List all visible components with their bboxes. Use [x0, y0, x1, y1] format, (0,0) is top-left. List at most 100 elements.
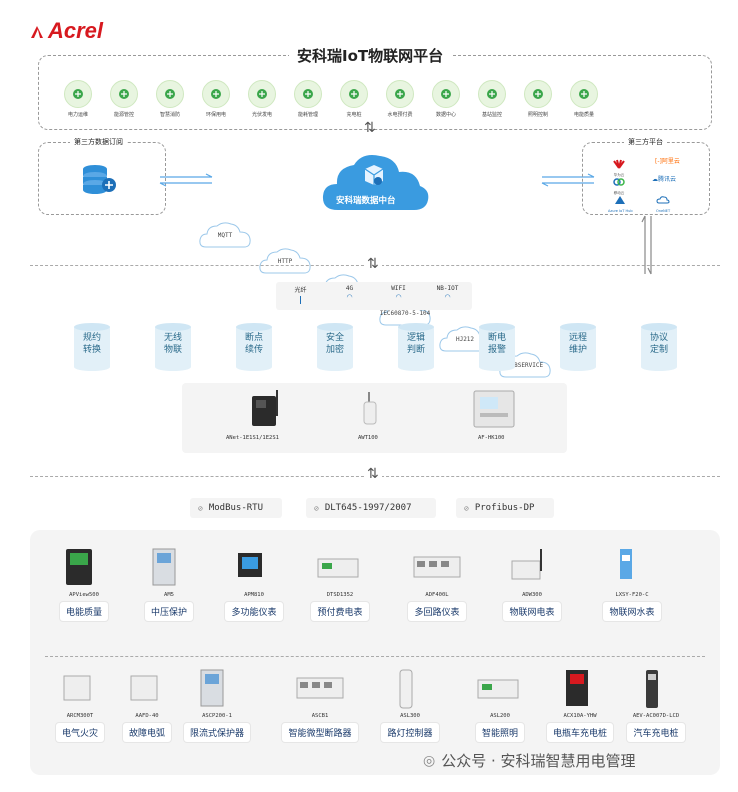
fiber-icon [300, 296, 301, 304]
datacenter-icon [432, 80, 460, 108]
feature-cylinder: 断电 报警 [478, 322, 516, 372]
device-image [145, 545, 193, 589]
protocol-label: HTTP [277, 257, 293, 265]
platform-app: 水电预付费 [377, 80, 423, 118]
feature-cylinder: 远程 维护 [559, 322, 597, 372]
device-divider [45, 656, 705, 657]
device-tag: 智能照明 [475, 723, 524, 742]
comm-label: NB-IOT [436, 285, 459, 292]
device-image [476, 666, 524, 710]
app-label: 光伏发电 [251, 112, 272, 118]
device-card: ASL200 智能照明 [460, 666, 540, 742]
feature-label: 断电 报警 [487, 333, 506, 356]
watermark: ◎ 公众号 · 安科瑞智慧用电管理 [423, 750, 636, 771]
protocol-label: WEBSERVICE [506, 361, 544, 369]
device-model: ADF400L [425, 592, 449, 598]
device-tag: 物联网电表 [503, 602, 561, 621]
up-down-arrow-icon: ⇅ [364, 467, 382, 481]
device-model: ASL300 [400, 713, 420, 719]
wechat-icon: ◎ [423, 752, 436, 769]
device-tag: 路灯控制器 [381, 723, 439, 742]
prepaid-icon [386, 80, 414, 108]
wifi-icon: ◠ [346, 293, 353, 301]
power-maintenance-icon [64, 80, 92, 108]
feature-cylinder: 逻辑 判断 [397, 322, 435, 372]
data-center-label: 安科瑞数据中台 [336, 196, 396, 206]
protocol-cloud: MQTT [198, 221, 252, 248]
third-party-platform-label: 第三方平台 [624, 137, 667, 147]
protocol-label: HJ212 [455, 335, 475, 343]
awt100-device [358, 390, 382, 434]
up-down-arrow-icon: ⇅ [364, 120, 376, 136]
bus-dlt645: ⊘DLT645-1997/2007 [306, 498, 436, 518]
solar-icon [248, 80, 276, 108]
device-image [556, 666, 604, 710]
platform-title: 安科瑞IoT物联网平台 [289, 45, 452, 66]
acrel-logo: Acrel [30, 18, 103, 44]
azure-iot-hub-logo: Azure IoT Hub [608, 190, 633, 213]
aliyun-logo: [-]阿里云 [655, 158, 680, 165]
device-image [316, 545, 364, 589]
device-model: ADW300 [522, 592, 542, 598]
feature-label: 逻辑 判断 [406, 333, 425, 356]
device-tag: 故障电弧 [122, 723, 171, 742]
device-image [413, 545, 461, 589]
protocol-label: MQTT [217, 231, 233, 239]
comm-method: NB-IOT◠ [423, 285, 472, 309]
device-model: ASCP200-1 [202, 713, 232, 719]
gateway-label-awt100: AWT100 [358, 435, 378, 441]
logo-text: Acrel [48, 18, 104, 43]
device-card: ASL300 路灯控制器 [370, 666, 450, 742]
device-card: APM810 多功能仪表 [214, 545, 294, 621]
device-image [508, 545, 556, 589]
device-tag: 智能微型断路器 [282, 723, 358, 742]
link-icon: ⊘ [464, 503, 469, 513]
device-tag: 电能质量 [59, 602, 108, 621]
feature-label: 远程 维护 [568, 333, 587, 356]
feature-label: 断点 续传 [244, 333, 263, 356]
device-tag: 多回路仪表 [408, 602, 466, 621]
feature-cylinder: 协议 定制 [640, 322, 678, 372]
device-tag: 多功能仪表 [225, 602, 283, 621]
app-label: 电力运维 [67, 112, 88, 118]
feature-cylinder: 断点 续传 [235, 322, 273, 372]
right-exchange-arrow-icon [540, 172, 596, 191]
consumption-icon [294, 80, 322, 108]
eco-power-icon [202, 80, 230, 108]
device-tag: 预付费电表 [311, 602, 369, 621]
platform-app: 光伏发电 [239, 80, 285, 118]
device-model: APM810 [244, 592, 264, 598]
energy-control-icon [110, 80, 138, 108]
platform-app-row: 电力运维能源管控智慧消防环保用电光伏发电能耗管理充电桩水电预付费数据中心基站监控… [55, 80, 607, 118]
platform-app: 电能质量 [561, 80, 607, 118]
onenet-logo: OneNET [656, 190, 670, 213]
up-down-arrow-icon: ⇅ [364, 257, 382, 271]
af-hk100-device [472, 389, 516, 433]
power-quality-icon [570, 80, 598, 108]
device-model: LXSY-F20-C [615, 592, 649, 598]
feature-cylinder: 安全 加密 [316, 322, 354, 372]
platform-app: 环保用电 [193, 80, 239, 118]
third-party-subscribe-label: 第三方数据订阅 [70, 137, 127, 147]
device-model: ASL200 [490, 713, 510, 719]
platform-app: 电力运维 [55, 80, 101, 118]
feature-label: 规约 转换 [82, 333, 101, 356]
feature-row: 规约 转换无线 物联断点 续传安全 加密逻辑 判断断电 报警远程 维护协议 定制 [73, 322, 693, 376]
device-card: ADW300 物联网电表 [492, 545, 572, 621]
device-image [60, 545, 108, 589]
device-image [230, 545, 278, 589]
app-label: 能耗管理 [297, 112, 318, 118]
comm-method: WIFI◠ [374, 285, 423, 309]
platform-logos: 华为云 [-]阿里云 移动云 ☁腾讯云 Azure IoT Hub OneNET [600, 152, 700, 213]
feature-cylinder: 规约 转换 [73, 322, 111, 372]
app-label: 智慧消防 [159, 112, 180, 118]
